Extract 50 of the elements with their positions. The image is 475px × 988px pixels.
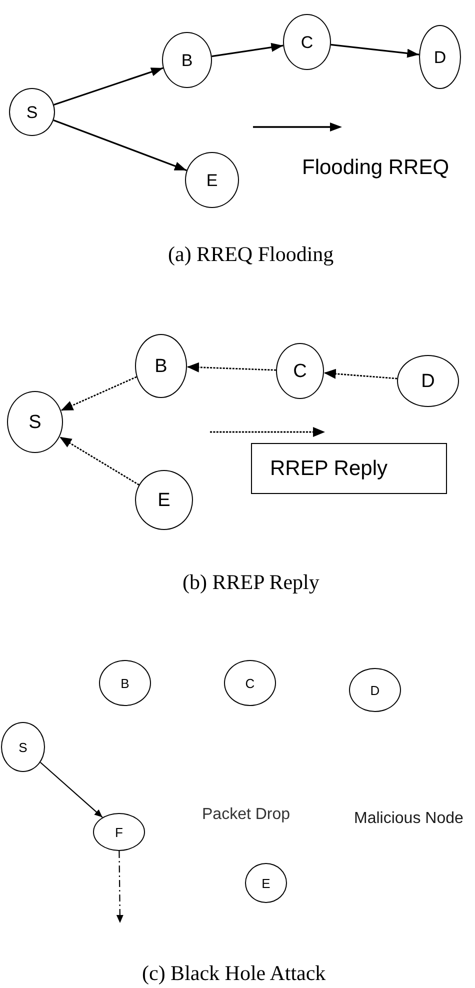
node-label: S: [28, 412, 42, 432]
node-circle: [276, 343, 324, 399]
node-label: E: [206, 172, 218, 188]
node-label: B: [154, 356, 168, 376]
arrow: [212, 42, 284, 58]
arrow: [53, 119, 187, 172]
node-label: E: [262, 876, 270, 890]
node-label: C: [293, 362, 307, 380]
node-circle: [419, 25, 461, 89]
node-label: C: [300, 34, 314, 50]
arrow: [330, 44, 420, 58]
annotation-text: Flooding RREQ: [302, 156, 450, 180]
node-circle: [283, 14, 331, 70]
node-circle: [224, 660, 276, 706]
node-circle: [99, 660, 151, 706]
node-label: D: [370, 684, 380, 696]
node-label: D: [434, 48, 446, 66]
node-label: B: [181, 52, 193, 68]
arrow: [40, 762, 103, 818]
node-circle: [1, 722, 45, 772]
arrow: [60, 376, 137, 412]
node-circle: [245, 863, 287, 903]
node-label: B: [120, 676, 130, 690]
annotation-text: Malicious Node: [354, 810, 464, 828]
arrow: [186, 362, 276, 372]
node-circle: [135, 334, 187, 398]
node-label: C: [245, 676, 255, 690]
node-circle: [349, 668, 401, 712]
figure-caption: (a) RREQ Flooding: [168, 243, 334, 266]
node-label: S: [26, 104, 38, 120]
figure-caption: (b) RREP Reply: [182, 571, 320, 594]
node-label: S: [18, 740, 28, 754]
box-label: RREP Reply: [270, 458, 388, 479]
annotation-text: Packet Drop: [202, 806, 290, 824]
arrow: [116, 851, 124, 923]
node-circle: [7, 391, 63, 453]
node-circle: [135, 470, 193, 530]
arrow: [324, 369, 398, 380]
node-circle: [9, 88, 55, 136]
arrow: [59, 436, 140, 486]
node-label: E: [158, 490, 170, 510]
label-box: [251, 443, 447, 494]
node-circle: [93, 813, 145, 851]
arrow: [54, 67, 164, 106]
figure-caption: (c) Black Hole Attack: [142, 962, 326, 986]
node-circle: [185, 152, 239, 208]
node-circle: [397, 355, 459, 407]
node-label: F: [115, 826, 123, 838]
node-label: D: [421, 372, 435, 390]
node-circle: [162, 32, 212, 88]
